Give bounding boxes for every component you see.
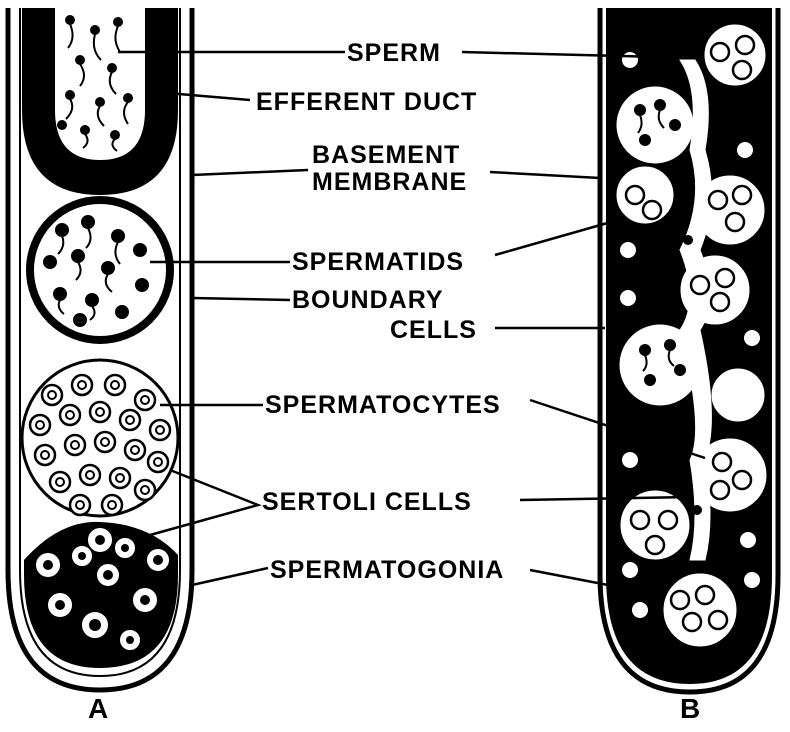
label-spermatids: SPERMATIDS (292, 248, 464, 276)
leader-boundary-a (192, 298, 290, 300)
label-sperm: SPERM (347, 39, 441, 67)
leader-spermatids-b (495, 218, 625, 255)
label-efferent-duct: EFFERENT DUCT (256, 88, 477, 116)
label-boundary-cells-line2: CELLS (390, 316, 477, 344)
panel-label-b: B (680, 693, 700, 724)
panel-label-a: A (88, 693, 108, 724)
spermatid-cyst (30, 200, 170, 340)
panel-letters: A B (88, 693, 700, 724)
label-basement-membrane-line1: BASEMENT (312, 141, 460, 169)
label-spermatocytes: SPERMATOCYTES (265, 391, 501, 419)
labels: SPERM EFFERENT DUCT BASEMENT MEMBRANE SP… (256, 39, 504, 584)
label-basement-membrane-line2: MEMBRANE (312, 168, 467, 196)
label-sertoli-cells: SERTOLI CELLS (262, 488, 472, 516)
leader-basement-a (192, 170, 308, 175)
leader-spermatogonia-a (192, 568, 268, 585)
tubule-b (600, 8, 778, 692)
leader-spermatogonia-b (530, 570, 608, 585)
tubule-a (8, 8, 192, 690)
label-boundary-cells-line1: BOUNDARY (292, 286, 444, 314)
leader-basement-b (490, 172, 600, 178)
label-spermatogonia: SPERMATOGONIA (270, 556, 504, 584)
efferent-sperm-cluster (58, 16, 132, 151)
